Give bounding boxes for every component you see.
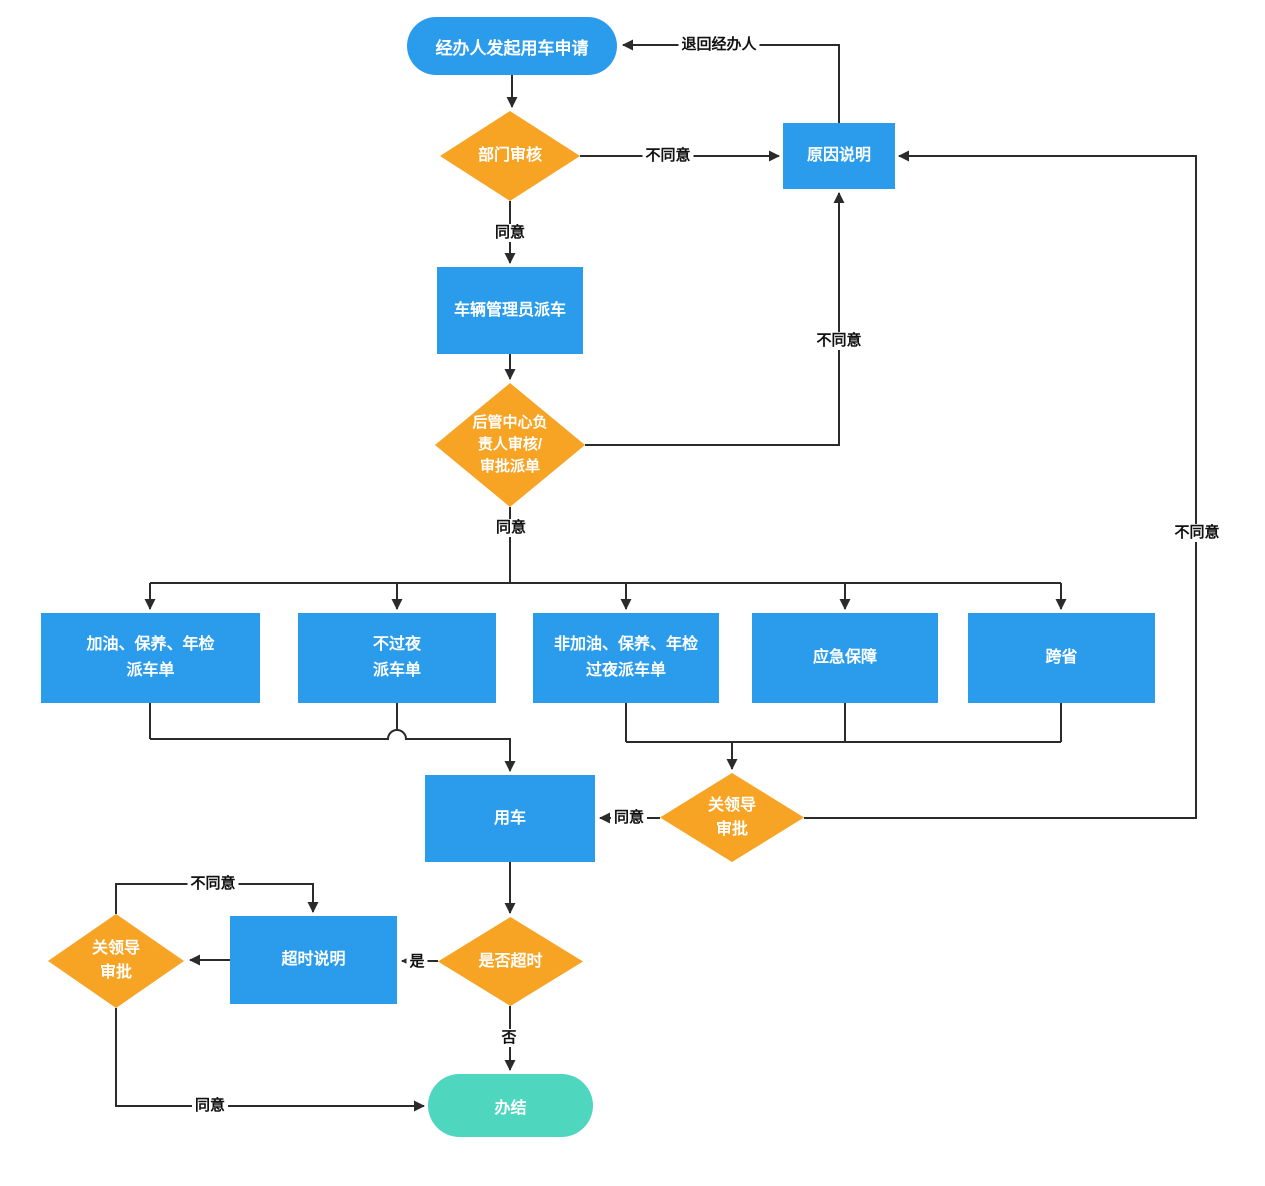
edge-label-dept-disagree: 不同意 (642, 147, 694, 165)
edge-collector-a-to-usecar (150, 729, 516, 772)
node-order-overnight: 非加油、保养、年检 过夜派车单 (533, 613, 719, 703)
edge-center-to-reason (585, 192, 845, 446)
edge-label-leader2-disagree: 不同意 (187, 875, 239, 893)
edge-leader2-to-finish (115, 1008, 425, 1112)
edge-label-leader1-agree: 同意 (610, 809, 648, 827)
edge-label-overtime-no: 否 (498, 1029, 520, 1047)
node-dispatch: 车辆管理员派车 (437, 267, 583, 354)
edge-label-dept-agree: 同意 (491, 224, 529, 242)
edge-label-overtime-yes: 是 (406, 953, 428, 971)
edge-label-center-agree: 同意 (492, 519, 530, 537)
node-order-fuel: 加油、保养、年检 派车单 (41, 613, 260, 703)
node-order-cross-province: 跨省 (968, 613, 1155, 703)
node-use-car: 用车 (425, 775, 595, 862)
edge-leader1-to-reason (804, 150, 1197, 819)
edge-label-return-to-agent: 退回经办人 (678, 36, 760, 54)
node-reason-note: 原因说明 (783, 123, 895, 189)
node-start: 经办人发起用车申请 (407, 17, 617, 75)
node-finish: 办结 (428, 1074, 593, 1137)
edge-label-leader1-disagree: 不同意 (1171, 524, 1223, 542)
edge-reason-to-start (622, 39, 840, 123)
node-order-day: 不过夜 派车单 (298, 613, 496, 703)
node-order-emergency: 应急保障 (752, 613, 938, 703)
edge-label-leader2-agree: 同意 (191, 1097, 229, 1115)
edge-label-center-disagree: 不同意 (813, 332, 865, 350)
node-overtime-note: 超时说明 (230, 916, 397, 1004)
